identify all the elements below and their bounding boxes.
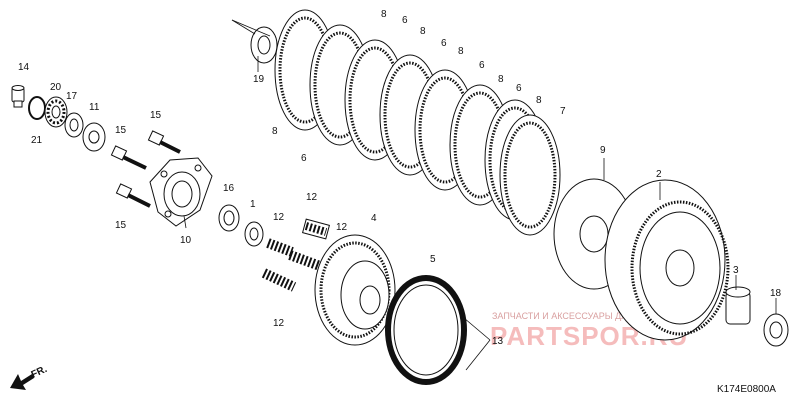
plate-19 — [250, 26, 278, 64]
bushing-3 — [725, 286, 751, 325]
front-direction-arrow-icon: FR. — [10, 364, 49, 390]
callout-5: 5 — [430, 254, 436, 265]
washer-18 — [763, 313, 789, 347]
washer-17 — [64, 112, 84, 138]
callout-6-g: 6 — [301, 153, 307, 164]
watermark-tagline: ЗАПЧАСТИ И АКСЕССУАРЫ ДЛЯ МОТОТЕХНИКИ — [492, 311, 705, 321]
callout-16: 16 — [223, 183, 235, 194]
callout-7: 7 — [560, 106, 566, 117]
callout-15-a: 15 — [150, 110, 162, 121]
callout-17: 17 — [66, 91, 78, 102]
callout-12-d: 12 — [273, 318, 285, 329]
callout-21: 21 — [31, 135, 43, 146]
bolt-15-top — [147, 130, 181, 154]
callout-8-d: 8 — [498, 74, 504, 85]
callout-15-b: 15 — [115, 125, 127, 136]
callout-2: 2 — [656, 169, 662, 180]
direction-label: FR. — [30, 364, 49, 381]
callout-12-b: 12 — [273, 212, 285, 223]
callout-8-e: 8 — [536, 95, 542, 106]
circlip-21 — [28, 96, 46, 120]
spring-12-c — [288, 250, 322, 271]
callout-10: 10 — [180, 235, 192, 246]
leader-lines — [183, 19, 777, 371]
bolt-15-mid — [110, 145, 147, 170]
callout-13: 13 — [492, 336, 504, 347]
callout-20: 20 — [50, 82, 62, 93]
callout-8-b: 8 — [420, 26, 426, 37]
washer-11 — [82, 122, 106, 152]
washer-1 — [244, 221, 264, 247]
callout-6-b: 6 — [441, 38, 447, 49]
callout-1: 1 — [250, 199, 256, 210]
callout-4: 4 — [371, 213, 377, 224]
bearing-20 — [44, 96, 68, 128]
pressure-plate-4 — [314, 234, 396, 346]
bolt-14 — [11, 85, 25, 108]
bolt-15-low — [115, 183, 151, 208]
judder-ring-5 — [385, 275, 467, 385]
spring-12-b — [266, 238, 294, 257]
callout-6-c: 6 — [479, 60, 485, 71]
clutch-outer-2 — [604, 179, 730, 341]
callout-15-c: 15 — [115, 220, 127, 231]
callout-9: 9 — [600, 145, 606, 156]
spring-12-d — [261, 268, 297, 292]
diagram-code: K174E0800A — [717, 384, 776, 395]
spring-12-a — [301, 218, 331, 240]
callout-3: 3 — [733, 265, 739, 276]
callout-12-c: 12 — [336, 222, 348, 233]
callout-8-g: 8 — [272, 126, 278, 137]
callout-8-a: 8 — [381, 9, 387, 20]
callout-12-a: 12 — [306, 192, 318, 203]
lock-nut-16 — [218, 204, 240, 232]
clutch-plate-stack — [250, 9, 561, 236]
callout-6-d: 6 — [516, 83, 522, 94]
callout-14: 14 — [18, 62, 30, 73]
lifter-plate-10 — [149, 157, 213, 227]
callout-19: 19 — [253, 74, 265, 85]
callout-8-c: 8 — [458, 46, 464, 57]
callout-6-a: 6 — [402, 15, 408, 26]
callout-18: 18 — [770, 288, 782, 299]
callout-11: 11 — [89, 102, 100, 113]
callout-labels: 14 20 17 11 21 15 15 15 10 16 1 12 12 12… — [18, 9, 782, 347]
